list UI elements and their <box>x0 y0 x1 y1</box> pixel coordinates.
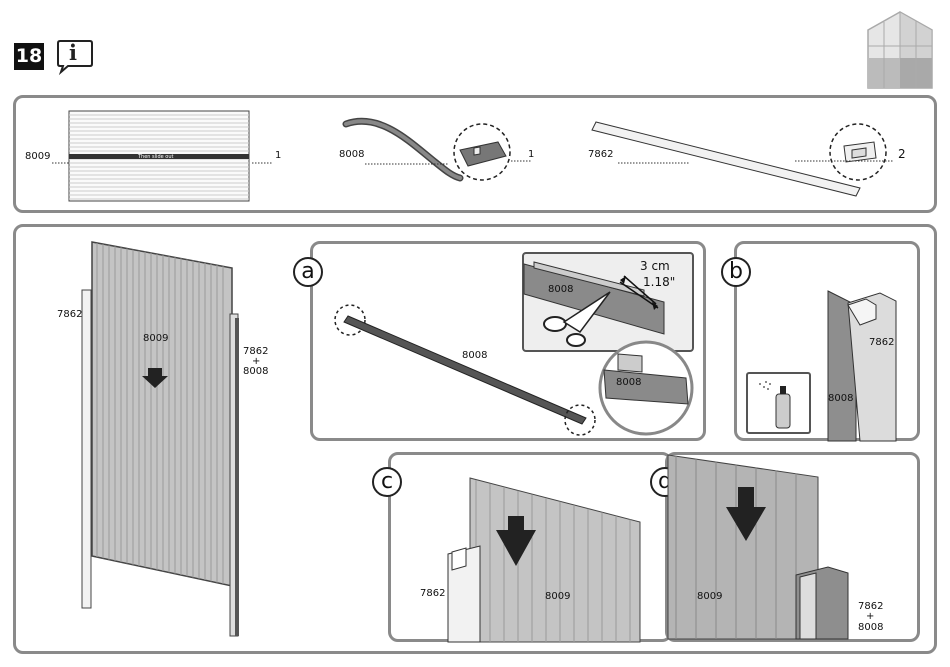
subpanel-d-label-8009: 8009 <box>697 591 722 602</box>
part-7862-label: 7862 <box>588 149 613 160</box>
subpanel-b-letter: b <box>721 257 751 287</box>
main-label-8009: 8009 <box>143 333 168 344</box>
part-8008-strip <box>340 112 520 192</box>
part-8008-label: 8008 <box>339 149 364 160</box>
subpanel-a-rail-label: 8008 <box>462 350 487 361</box>
main-label-right-bottom: 8008 <box>243 366 268 377</box>
leader-7862-left <box>590 162 700 164</box>
subpanel-d-label-right-plus: + <box>866 611 874 622</box>
leader-7862-right <box>795 160 895 162</box>
greenhouse-icon <box>860 8 940 94</box>
main-panel-illustration <box>70 236 270 646</box>
subpanel-a-letter: a <box>293 257 323 287</box>
leader-8009-right <box>250 162 274 164</box>
subpanel-d-label-right-bottom: 8008 <box>858 622 883 633</box>
part-8009-qty: 1 <box>275 150 281 161</box>
leader-8008-right <box>509 160 533 162</box>
leader-8009-left <box>52 162 72 164</box>
subpanel-a-zoom-label: 8008 <box>548 284 573 295</box>
subpanel-c-label-8009: 8009 <box>545 591 570 602</box>
leader-8008-left <box>340 163 450 165</box>
subpanel-c-illustration <box>390 470 672 642</box>
subpanel-a-measure-in: 1.18" <box>643 275 675 289</box>
step-number-badge: 18 <box>14 43 44 70</box>
subpanel-b-label-7862: 7862 <box>869 337 894 348</box>
info-icon: i <box>56 38 94 74</box>
part-8009-label: 8009 <box>25 151 50 162</box>
part-7862-qty: 2 <box>898 147 906 161</box>
subpanel-c-label-7862: 7862 <box>420 588 445 599</box>
scissors-icon <box>540 288 615 348</box>
main-label-7862: 7862 <box>57 309 82 320</box>
info-glyph: i <box>69 40 77 65</box>
subpanel-b-label-8008: 8008 <box>828 393 853 404</box>
subpanel-b-profile <box>820 285 900 443</box>
subpanel-a-zoom-circle <box>598 340 698 440</box>
subpanel-a-measure-cm: 3 cm <box>640 259 670 273</box>
part-8008-qty: 1 <box>528 149 534 160</box>
panel-film-text: Then slide out <box>138 154 173 160</box>
subpanel-a-zoom2-label: 8008 <box>616 377 641 388</box>
spray-can-icon <box>748 374 810 432</box>
